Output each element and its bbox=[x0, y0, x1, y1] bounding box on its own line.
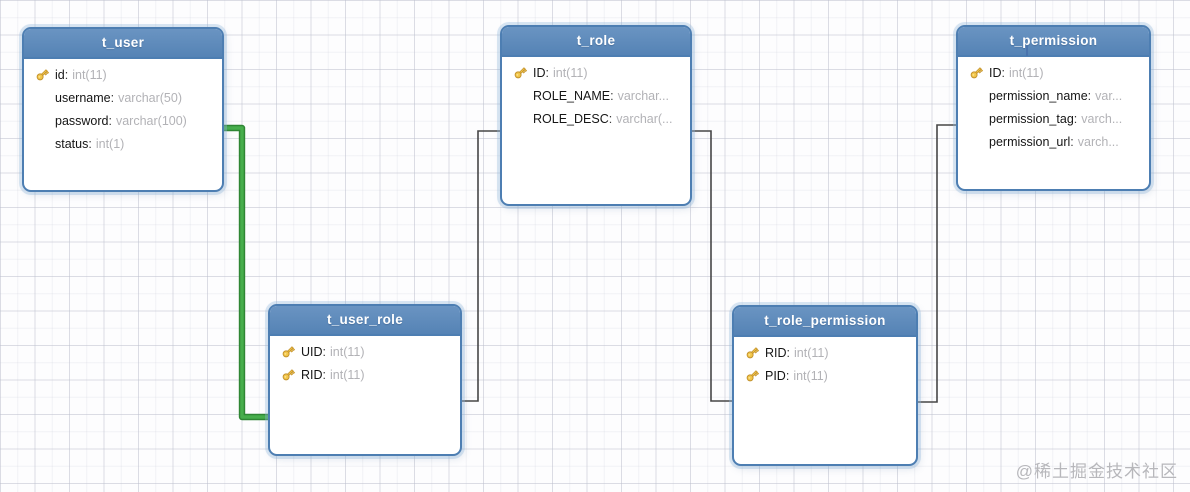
relationship-user-userrole-outline bbox=[218, 124, 268, 421]
field-name: password bbox=[55, 113, 109, 128]
field-type: varch... bbox=[1077, 134, 1119, 149]
table-t-role-permission-header: t_role_permission bbox=[734, 307, 916, 337]
field-type: int(11) bbox=[552, 65, 588, 80]
relationship-role-userrole bbox=[458, 130, 500, 402]
field-row: ID:int(11) bbox=[507, 61, 685, 84]
field-type: varch... bbox=[1081, 111, 1123, 126]
table-t-permission-header: t_permission bbox=[958, 27, 1149, 57]
field-type: varchar... bbox=[617, 88, 670, 103]
field-name: ROLE_NAME bbox=[533, 88, 611, 103]
primary-key-icon bbox=[507, 65, 533, 80]
field-type: varchar(100) bbox=[115, 113, 187, 128]
field-separator: : bbox=[110, 90, 115, 105]
field-row: username:varchar(50) bbox=[29, 86, 217, 109]
field-name: ID bbox=[989, 65, 1002, 80]
primary-key-icon bbox=[963, 65, 989, 80]
table-t-role-header: t_role bbox=[502, 27, 690, 57]
table-title: t_permission bbox=[1009, 33, 1098, 48]
field-name: PID bbox=[765, 368, 786, 383]
table-t-role-permission: t_role_permission RID:int(11) PID:int(11… bbox=[732, 305, 918, 466]
field-type: int(11) bbox=[793, 368, 828, 383]
field-type: int(11) bbox=[330, 344, 365, 359]
field-separator: : bbox=[608, 111, 613, 126]
field-separator: : bbox=[785, 368, 790, 383]
field-row: ROLE_NAME:varchar... bbox=[507, 84, 685, 107]
field-separator: : bbox=[64, 67, 69, 82]
table-t-user-header: t_user bbox=[24, 29, 222, 59]
field-name: status bbox=[55, 136, 89, 151]
field-separator: : bbox=[1073, 111, 1078, 126]
field-name: RID bbox=[301, 367, 323, 382]
relationship-role-rolepermission bbox=[688, 130, 732, 402]
table-t-role: t_role ID:int(11) ROLE_NAME:varchar... R… bbox=[500, 25, 692, 206]
field-name: UID bbox=[301, 344, 323, 359]
field-type: int(11) bbox=[330, 367, 365, 382]
field-row: permission_url:varch... bbox=[963, 130, 1144, 153]
field-row: UID:int(11) bbox=[275, 340, 455, 363]
field-separator: : bbox=[88, 136, 92, 151]
field-type: int(11) bbox=[72, 67, 107, 82]
table-t-user-role: t_user_role UID:int(11) RID:int(11) bbox=[268, 304, 462, 456]
primary-key-icon bbox=[739, 368, 765, 383]
field-row: id:int(11) bbox=[29, 63, 217, 86]
field-row: ROLE_DESC:varchar(... bbox=[507, 107, 685, 130]
field-separator: : bbox=[1001, 65, 1005, 80]
field-name: permission_url bbox=[989, 134, 1071, 149]
table-t-user-body: id:int(11) username:varchar(50) password… bbox=[24, 59, 222, 190]
field-row: permission_tag:varch... bbox=[963, 107, 1144, 130]
field-row: permission_name:var... bbox=[963, 84, 1144, 107]
primary-key-icon bbox=[275, 367, 301, 382]
watermark: @稀土掘金技术社区 bbox=[1015, 462, 1178, 481]
table-t-role-body: ID:int(11) ROLE_NAME:varchar... ROLE_DES… bbox=[502, 57, 690, 204]
field-type: int(11) bbox=[1008, 65, 1044, 80]
field-separator: : bbox=[322, 344, 327, 359]
field-name: permission_tag bbox=[989, 111, 1074, 126]
field-separator: : bbox=[1070, 134, 1074, 149]
field-row: password:varchar(100) bbox=[29, 109, 217, 132]
field-name: id bbox=[55, 67, 65, 82]
table-title: t_role_permission bbox=[764, 313, 886, 328]
field-separator: : bbox=[322, 367, 327, 382]
field-name: RID bbox=[765, 345, 787, 360]
table-t-user-role-header: t_user_role bbox=[270, 306, 460, 336]
relationship-permission-rolepermission bbox=[914, 124, 956, 403]
field-row: RID:int(11) bbox=[275, 363, 455, 386]
table-t-role-permission-body: RID:int(11) PID:int(11) bbox=[734, 337, 916, 464]
table-t-user-role-body: UID:int(11) RID:int(11) bbox=[270, 336, 460, 454]
field-separator: : bbox=[1087, 88, 1092, 103]
field-type: int(11) bbox=[794, 345, 829, 360]
field-row: RID:int(11) bbox=[739, 341, 911, 364]
text-cursor bbox=[1026, 46, 1028, 56]
primary-key-icon bbox=[739, 345, 765, 360]
relationship-user-userrole bbox=[218, 126, 268, 419]
table-title: t_role bbox=[576, 33, 616, 48]
field-name: ROLE_DESC bbox=[533, 111, 609, 126]
field-separator: : bbox=[108, 113, 112, 128]
table-t-permission: t_permission ID:int(11) permission_name:… bbox=[956, 25, 1151, 191]
field-type: int(1) bbox=[95, 136, 125, 151]
field-row: status:int(1) bbox=[29, 132, 217, 155]
table-title: t_user_role bbox=[326, 312, 404, 327]
field-separator: : bbox=[545, 65, 549, 80]
table-t-permission-body: ID:int(11) permission_name:var... permis… bbox=[958, 57, 1149, 189]
field-separator: : bbox=[786, 345, 791, 360]
primary-key-icon bbox=[29, 67, 55, 82]
field-type: var... bbox=[1095, 88, 1123, 103]
field-name: username bbox=[55, 90, 111, 105]
field-row: PID:int(11) bbox=[739, 364, 911, 387]
table-title: t_user bbox=[101, 35, 145, 50]
field-name: permission_name bbox=[989, 88, 1088, 103]
field-name: ID bbox=[533, 65, 546, 80]
field-type: varchar(... bbox=[616, 111, 673, 126]
primary-key-icon bbox=[275, 344, 301, 359]
table-t-user: t_user id:int(11) username:varchar(50) p… bbox=[22, 27, 224, 192]
field-separator: : bbox=[610, 88, 614, 103]
field-type: varchar(50) bbox=[118, 90, 182, 105]
field-row: ID:int(11) bbox=[963, 61, 1144, 84]
